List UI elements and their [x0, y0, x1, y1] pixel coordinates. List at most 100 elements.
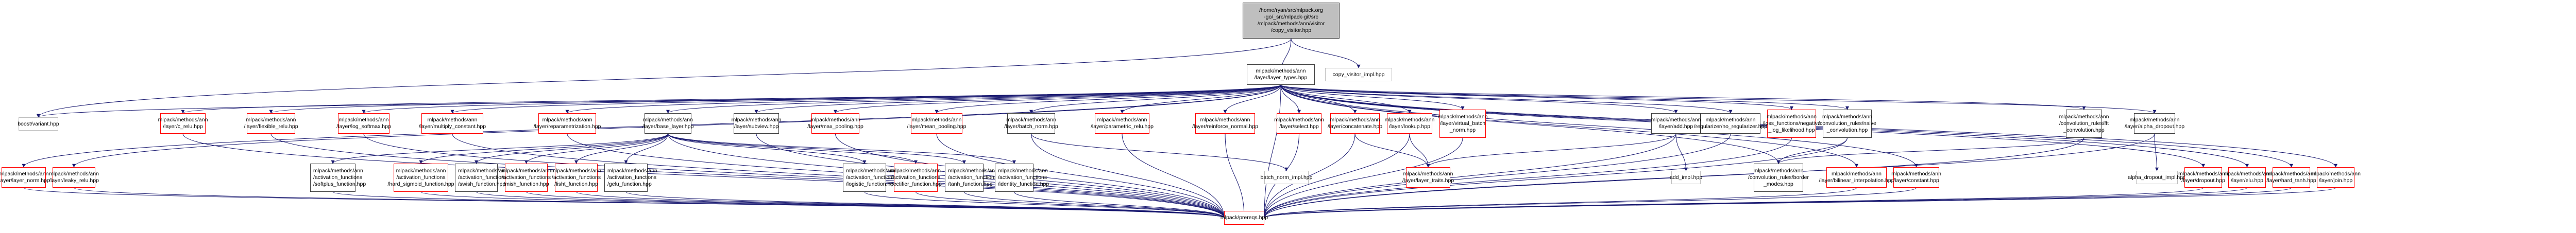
edge-log_softmax-to-prereqs [363, 133, 1226, 219]
edge-layer_norm-to-prereqs [23, 187, 1226, 219]
graph-node-join[interactable]: mlpack/methods/ann /layer/join.hpp [2311, 167, 2361, 188]
edge-concatenate-to-prereqs [1262, 133, 1355, 219]
edge-layer_types-to-virtual_batch_norm [1280, 84, 1465, 110]
graph-node-elu[interactable]: mlpack/methods/ann /layer/elu.hpp [2222, 167, 2272, 188]
graph-node-softplus-function[interactable]: mlpack/methods/ann /activation_functions… [310, 164, 366, 192]
edge-layer_types-to-lookup [1280, 84, 1412, 114]
edge-base_layer-to-logistic_function [668, 133, 867, 164]
edge-logistic_function-to-prereqs [864, 191, 1226, 219]
edge-bilinear_interpolation-to-prereqs [1262, 187, 1857, 219]
graph-node-alpha-dropout-impl: alpha_dropout_impl.hpp [2128, 171, 2186, 184]
graph-node-gelu-function[interactable]: mlpack/methods/ann /activation_functions… [604, 164, 657, 192]
graph-node-logistic-function[interactable]: mlpack/methods/ann /activation_functions… [843, 164, 896, 192]
graph-node-swish-function[interactable]: mlpack/methods/ann /activation_functions… [455, 164, 508, 192]
edge-lisht_function-to-prereqs [576, 191, 1226, 219]
graph-node-rectifier-function[interactable]: mlpack/methods/ann /activation_functions… [890, 164, 942, 192]
graph-node-base-layer[interactable]: mlpack/methods/ann /layer/base_layer.hpp [642, 113, 693, 134]
edge-add-to-add_impl [1675, 133, 1688, 171]
graph-node-log-softmax[interactable]: mlpack/methods/ann /layer/log_softmax.hp… [336, 113, 391, 134]
edge-base_layer-to-rectifier_function [668, 133, 918, 164]
graph-node-parametric-relu[interactable]: mlpack/methods/ann /layer/parametric_rel… [1091, 113, 1154, 134]
graph-node-virtual-batch-norm[interactable]: mlpack/methods/ann /layer/virtual_batch … [1438, 110, 1487, 138]
graph-node-add-impl: add_impl.hpp [1670, 171, 1702, 184]
edge-layer_types-to-reparametrization [565, 84, 1281, 114]
graph-node-identity-function[interactable]: mlpack/methods/ann /activation_functions… [995, 164, 1049, 192]
edge-layer_types-to-parametric_relu [1120, 84, 1281, 114]
edge-parametric_relu-to-prereqs [1122, 133, 1226, 219]
edge-layer_types-to-add [1280, 84, 1678, 114]
graph-node-reparametrization[interactable]: mlpack/methods/ann /layer/reparametrizat… [534, 113, 601, 134]
graph-node-alpha-dropout[interactable]: mlpack/methods/ann /layer/alpha_dropout.… [2125, 113, 2184, 134]
edge-subview-to-prereqs [756, 133, 1226, 219]
graph-node-mish-function[interactable]: mlpack/methods/ann /activation_functions… [501, 164, 551, 192]
edge-flexible_relu-to-prereqs [270, 133, 1226, 219]
graph-node-batch-norm[interactable]: mlpack/methods/ann /layer/batch_norm.hpp [1004, 113, 1058, 134]
graph-node-prereqs[interactable]: mlpack/prereqs.hpp [1221, 211, 1268, 225]
graph-node-layer-traits[interactable]: mlpack/methods/ann /layer/layer_traits.h… [1402, 167, 1454, 188]
edge-layer_types-to-prereqs [1262, 84, 1281, 219]
edge-layer_types-to-select [1280, 84, 1301, 114]
graph-node-layer-norm[interactable]: mlpack/methods/ann /layer/layer_norm.hpp [0, 167, 50, 188]
edge-base_layer-to-hard_sigmoid_function [419, 133, 668, 164]
edge-batch_norm-to-batch_norm_impl [1031, 133, 1289, 171]
edge-base_layer-to-softplus_function [331, 133, 668, 164]
edge-join-to-prereqs [1262, 187, 2336, 219]
edge-reinforce_normal-to-prereqs [1225, 133, 1246, 219]
edge-base_layer-to-mish_function [524, 133, 668, 164]
edge-no_regularizer-to-prereqs [1262, 133, 1731, 219]
edge-layer_types-to-constant [1280, 84, 1918, 168]
graph-node-naive-convolution[interactable]: mlpack/methods/ann /convolution_rules/na… [1818, 110, 1876, 138]
edge-virtual_batch_norm-to-prereqs [1262, 137, 1463, 219]
graph-node-hard-sigmoid-function[interactable]: mlpack/methods/ann /activation_functions… [388, 164, 454, 192]
graph-node-concatenate[interactable]: mlpack/methods/ann /layer/concatenate.hp… [1328, 113, 1382, 134]
graph-node-negative-log-likelihood[interactable]: mlpack/methods/ann /loss_functions/negat… [1762, 110, 1821, 138]
edge-root-to-copy_visitor_impl [1291, 38, 1361, 68]
graph-node-tanh-function[interactable]: mlpack/methods/ann /activation_functions… [945, 164, 998, 192]
edge-layer_types-to-max_pooling [834, 84, 1281, 114]
edge-gelu_function-to-prereqs [625, 191, 1226, 219]
edge-multiply_constant-to-prereqs [452, 133, 1226, 219]
edge-layer_types-to-multiply_constant [450, 84, 1281, 114]
edge-layer_types-to-batch_norm [1029, 84, 1281, 114]
graph-node-bilinear-interpolation[interactable]: mlpack/methods/ann /layer/bilinear_inter… [1819, 167, 1894, 188]
graph-node-fft-convolution[interactable]: mlpack/methods/ann /convolution_rules/ff… [2059, 110, 2109, 138]
graph-node-select[interactable]: mlpack/methods/ann /layer/select.hpp [1274, 113, 1324, 134]
edge-base_layer-to-tanh_function [668, 133, 966, 164]
edge-lookup-to-layer_traits [1409, 133, 1430, 168]
graph-node-mean-pooling[interactable]: mlpack/methods/ann /layer/mean_pooling.h… [907, 113, 967, 134]
graph-node-border-modes[interactable]: mlpack/methods/ann /convolution_rules/bo… [1748, 164, 1809, 192]
edge-layer_types-to-subview [754, 84, 1281, 114]
graph-node-reinforce-normal[interactable]: mlpack/methods/ann /layer/reinforce_norm… [1192, 113, 1258, 134]
graph-node-no-regularizer[interactable]: mlpack/methods/ann /regularizer/no_regul… [1694, 113, 1767, 134]
edge-base_layer-to-gelu_function [624, 133, 668, 164]
edge-layer_types-to-log_softmax [362, 84, 1281, 114]
edge-layer_types-to-border_modes [1280, 84, 1781, 164]
graph-node-constant[interactable]: mlpack/methods/ann /layer/constant.hpp [1891, 167, 1941, 188]
edge-layer_types-to-alpha_dropout [1280, 84, 2157, 114]
graph-node-subview[interactable]: mlpack/methods/ann /layer/subview.hpp [732, 113, 781, 134]
graph-node-dropout[interactable]: mlpack/methods/ann /layer/dropout.hpp [2178, 167, 2228, 188]
graph-node-lookup[interactable]: mlpack/methods/ann /layer/lookup.hpp [1385, 113, 1434, 134]
graph-node-multiply-constant[interactable]: mlpack/methods/ann /layer/multiply_const… [419, 113, 486, 134]
graph-node-max-pooling[interactable]: mlpack/methods/ann /layer/max_pooling.hp… [807, 113, 863, 134]
edge-layer_types-to-elu [1280, 84, 2249, 168]
edge-batch_norm-to-prereqs [1031, 133, 1226, 219]
graph-node-c-relu[interactable]: mlpack/methods/ann /layer/c_relu.hpp [158, 113, 208, 134]
graph-node-flexible-relu[interactable]: mlpack/methods/ann /layer/flexible_relu.… [244, 113, 298, 134]
edge-c_relu-to-prereqs [182, 133, 1226, 219]
graph-node-hard-tanh[interactable]: mlpack/methods/ann /layer/hard_tanh.hpp [2266, 167, 2316, 188]
graph-node-leaky-relu[interactable]: mlpack/methods/ann /layer/leaky_relu.hpp [49, 167, 99, 188]
graph-node-lisht-function[interactable]: mlpack/methods/ann /activation_functions… [551, 164, 601, 192]
edge-rectifier_function-to-prereqs [916, 191, 1226, 219]
edge-add-to-layer_traits [1426, 133, 1676, 168]
edge-lookup-to-prereqs [1262, 133, 1410, 219]
edge-layer_types-to-negative_log_likelihood [1280, 84, 1793, 110]
graph-node-add[interactable]: mlpack/methods/ann /layer/add.hpp [1651, 113, 1701, 134]
graph-node-root[interactable]: /home/ryan/src/mlpack.org -go/_src/mlpac… [1243, 3, 1340, 39]
graph-node-boost-variant: boost/variant.hpp [18, 117, 59, 131]
edge-layer_types-to-flexible_relu [269, 84, 1281, 114]
edge-naive_convolution-to-prereqs [1262, 137, 1848, 219]
edge-mean_pooling-to-prereqs [936, 133, 1226, 219]
graph-node-batch-norm-impl: batch_norm_impl.hpp [1261, 171, 1313, 184]
graph-node-layer-types[interactable]: mlpack/methods/ann /layer/layer_types.hp… [1247, 64, 1315, 85]
